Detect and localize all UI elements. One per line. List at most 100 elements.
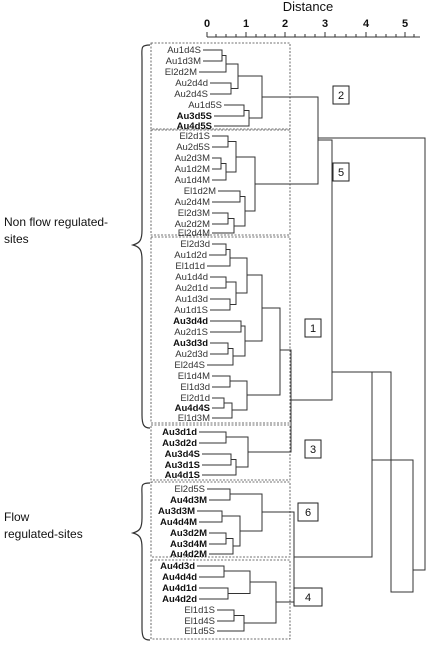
branch <box>238 75 263 119</box>
cluster-5-leaves: El2d1S Au2d5S Au2d3M Au1d2M Au1d4M El1d2… <box>175 131 216 239</box>
branch <box>222 515 241 547</box>
distance-axis: 0 1 2 3 4 5 <box>204 18 420 38</box>
branch-root <box>372 371 414 593</box>
branch <box>226 63 239 89</box>
leaf-label: El2d3M <box>178 208 210 219</box>
leaf-label: El1d5S <box>184 626 215 637</box>
branch <box>197 565 225 578</box>
leaf-label: Au3d1S <box>165 460 200 471</box>
cluster-2-box <box>150 42 291 130</box>
axis-minor-ticks <box>215 34 415 37</box>
leaf-label: Au3d4d <box>173 316 208 327</box>
branch <box>212 190 241 203</box>
leaf-label: El2d4S <box>174 360 205 371</box>
leaf-label: Au2d4M <box>175 197 210 208</box>
leaf-label: Au4d3d <box>160 561 195 572</box>
branch <box>209 532 227 545</box>
branch <box>244 581 277 624</box>
branch <box>212 218 235 234</box>
branch <box>199 587 229 600</box>
leaf-label: Au2d4S <box>174 89 208 100</box>
cluster-1-leaves: El2d3d Au1d2d El1d1d Au1d4d Au2d1d Au1d3… <box>173 239 210 424</box>
leaf-label: Au3d2M <box>170 528 207 539</box>
leaf-label: Au4d5S <box>177 121 212 132</box>
axis-major-ticks <box>206 32 406 37</box>
leaf-label: Au2d5S <box>176 142 210 153</box>
cluster-number-text: 5 <box>338 167 344 179</box>
leaf-label: Au4d4M <box>160 517 197 528</box>
leaf-label: El1d1d <box>175 261 205 272</box>
leaf-label: El2d3d <box>180 239 210 250</box>
branch <box>212 157 222 170</box>
leaf-label: Au2d3M <box>175 153 210 164</box>
branch <box>209 243 227 256</box>
leaf-label: Au1d4M <box>175 175 210 186</box>
axis-tick-5: 5 <box>402 18 408 30</box>
flow-brace <box>130 482 151 641</box>
leaf-label: Au2d1S <box>174 327 208 338</box>
branch <box>207 249 231 267</box>
leaf-label: El1d3d <box>180 382 210 393</box>
cluster-number-box <box>304 439 322 459</box>
branch <box>230 380 248 411</box>
leaf-label: Au4d2d <box>162 594 197 605</box>
leaf-label: El2d2M <box>165 67 197 78</box>
leaf-label: Au3d4S <box>165 449 200 460</box>
branch <box>226 281 237 305</box>
cluster-number-text: 1 <box>310 323 316 335</box>
branch <box>197 510 223 523</box>
leaf-label: Au4d1S <box>165 470 200 481</box>
cluster-number-text: 3 <box>310 444 316 456</box>
non-flow-label-line1: Non flow regulated- <box>4 215 108 229</box>
leaf-label: Au3d2d <box>162 438 197 449</box>
cluster-6-box <box>150 481 291 558</box>
cluster-number-box <box>293 587 323 607</box>
leaf-label: Au1d3d <box>175 294 208 305</box>
branch <box>212 397 225 409</box>
leaf-label: Au1d3M <box>166 56 201 67</box>
leaf-label: El1d4M <box>178 371 210 382</box>
leaf-label: Au4d4S <box>175 403 210 414</box>
branch <box>245 274 263 342</box>
axis-tick-1: 1 <box>243 18 249 30</box>
branch <box>230 493 263 532</box>
branch <box>210 320 242 333</box>
leaf-label: Au2d2M <box>175 219 210 230</box>
cluster-4-leaves: Au4d3d Au4d4d Au4d1d Au4d2d El1d1S El1d4… <box>160 561 215 637</box>
leaf-label: Au1d2M <box>175 164 210 175</box>
cluster-number-3: 3 <box>304 439 322 459</box>
leaf-label: Au1d2d <box>174 250 207 261</box>
axis-tick-0: 0 <box>204 18 210 30</box>
cluster-number-6: 6 <box>297 502 319 522</box>
cluster-number-2: 2 <box>332 85 350 105</box>
cluster-number-text: 6 <box>305 507 311 519</box>
leaf-label: Au4d1d <box>162 583 197 594</box>
cluster-number-4: 4 <box>293 587 323 607</box>
branch <box>203 49 223 62</box>
leaf-label: El1d1S <box>184 605 215 616</box>
leaf-label: Au4d3M <box>170 495 207 506</box>
leaf-label: Au1d5S <box>188 100 222 111</box>
branch <box>217 615 245 632</box>
branch <box>248 349 292 453</box>
leaf-label: Au3d5S <box>177 111 212 122</box>
leaf-label: Au2d3d <box>175 349 208 360</box>
leaf-label: El2d4M <box>178 228 210 239</box>
cluster-number-text: 2 <box>338 90 344 102</box>
leaf-label: Au1d4d <box>175 272 208 283</box>
cluster-1-box <box>150 236 291 424</box>
leaf-label: El1d4S <box>184 616 215 627</box>
branch <box>230 257 248 294</box>
branch <box>212 375 231 388</box>
branch <box>210 298 231 311</box>
branch <box>210 342 229 355</box>
cluster-2-leaves: Au1d4S Au1d3M El2d2M Au2d4d Au2d4S Au1d5… <box>165 45 222 132</box>
cluster-5-box <box>150 129 291 236</box>
leaf-label: Au2d4d <box>175 78 208 89</box>
branch <box>217 609 235 622</box>
branch <box>212 163 227 181</box>
branch <box>291 139 333 401</box>
branch-root-top <box>318 137 426 571</box>
flow-label-line2: regulated-sites <box>4 527 83 541</box>
